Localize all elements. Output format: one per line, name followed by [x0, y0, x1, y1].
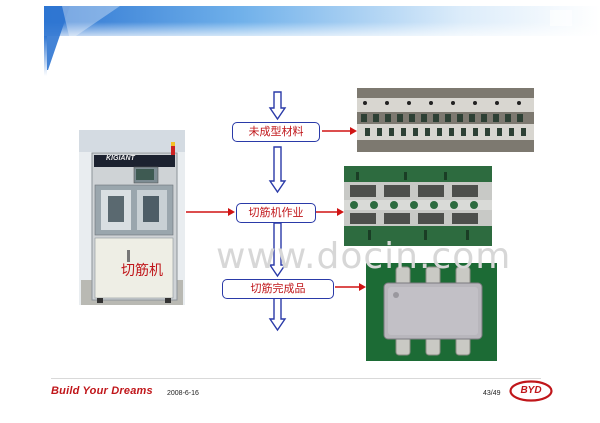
left-accent-bar — [44, 36, 47, 76]
page-number: 43/49 — [483, 390, 501, 397]
unformed-material-photo — [357, 88, 534, 152]
cutting-machine-photo — [79, 130, 185, 305]
finished-product-photo — [366, 263, 497, 361]
footer-divider — [51, 378, 541, 379]
flow-arrow-down-1 — [268, 91, 287, 121]
step-unformed-material: 未成型材料 — [232, 122, 320, 142]
flow-arrow-down-4 — [268, 297, 287, 332]
byd-logo-icon — [509, 380, 553, 402]
flow-arrow-down-2 — [268, 146, 287, 194]
footer-slogan: Build Your Dreams — [51, 385, 153, 397]
step-cutting-finished-product: 切筋完成品 — [222, 279, 334, 299]
watermark: www.docin.com — [216, 236, 512, 277]
machine-label: 切筋机 — [121, 263, 163, 279]
footer-date: 2008-6-16 — [167, 390, 199, 397]
header-band — [44, 6, 600, 70]
step-cutting-machine-operation: 切筋机作业 — [236, 203, 316, 223]
cutting-in-progress-photo — [344, 166, 492, 246]
flow-arrow-down-3 — [268, 222, 287, 278]
machine-brand-label: KIGIANT — [106, 155, 135, 162]
byd-logo-text: BYD — [520, 385, 542, 396]
